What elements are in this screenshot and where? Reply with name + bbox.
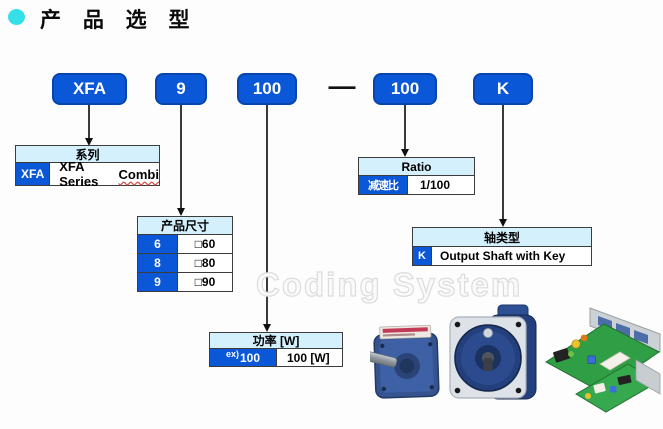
series-table-header: 系列 [16, 146, 159, 163]
code-box-power: 100 [237, 73, 297, 105]
motor-photo [449, 304, 537, 400]
size-code-cell: 8 [138, 254, 178, 272]
arrow-down-icon [499, 219, 507, 227]
gearhead-photo [370, 324, 440, 399]
arrow-down-icon [85, 138, 93, 146]
table-row: XFA XFA Series Combi [16, 159, 159, 189]
title-bullet-icon [8, 9, 25, 25]
page-title: 产 品 选 型 [40, 9, 198, 32]
ratio-desc-cell: 1/100 [408, 176, 451, 194]
size-desc-cell: □90 [178, 273, 232, 291]
product-photos [370, 304, 661, 413]
table-row: 减速比 1/100 [359, 176, 474, 194]
shaft-code-cell: K [413, 247, 432, 265]
series-desc-marked-text: Combi [118, 166, 159, 182]
code-box-size: 9 [155, 73, 207, 105]
arrow-down-icon [177, 208, 185, 216]
shaft-desc-cell: Output Shaft with Key [432, 247, 566, 265]
table-row: ex)100 100 [W] [210, 349, 342, 366]
shaft-table: 轴类型 K Output Shaft with Key [412, 227, 592, 266]
driver-boards-photo [545, 307, 661, 413]
table-row: 8 □80 [138, 254, 232, 273]
power-code-text: 100 [239, 350, 261, 365]
arrow-down-icon [263, 324, 271, 332]
ratio-table: Ratio 减速比 1/100 [358, 157, 475, 195]
ratio-table-header: Ratio [359, 158, 474, 176]
connector-line-size [180, 105, 182, 209]
coding-system-watermark: Coding System [255, 265, 523, 303]
table-row: 9 □90 [138, 273, 232, 291]
code-separator-dash: — [328, 70, 356, 101]
connector-line-series [88, 105, 90, 139]
size-desc-cell: □60 [178, 235, 232, 253]
code-box-shaft: K [473, 73, 533, 105]
size-code-cell: 6 [138, 235, 178, 253]
ratio-code-cell: 减速比 [359, 176, 408, 194]
shaft-table-header: 轴类型 [413, 228, 591, 247]
power-table: 功率 [W] ex)100 100 [W] [209, 332, 343, 367]
table-row: K Output Shaft with Key [413, 247, 591, 265]
power-code-cell: ex)100 [210, 349, 277, 366]
connector-line-power [266, 105, 268, 325]
size-desc-cell: □80 [178, 254, 232, 272]
series-table: 系列 XFA XFA Series Combi [15, 145, 160, 189]
series-desc-text: XFA Series [59, 159, 99, 189]
series-code-cell: XFA [16, 163, 51, 185]
size-table-header: 产品尺寸 [138, 217, 232, 235]
power-desc-cell: 100 [W] [277, 349, 330, 366]
size-code-cell: 9 [138, 273, 178, 291]
connector-line-shaft [502, 105, 504, 220]
code-box-ratio: 100 [373, 73, 437, 105]
series-desc-cell: XFA Series Combi [50, 159, 159, 189]
code-box-series: XFA [52, 73, 127, 105]
power-code-prefix: ex) [225, 348, 239, 359]
table-row: 6 □60 [138, 235, 232, 254]
power-table-header: 功率 [W] [210, 333, 342, 349]
size-table: 产品尺寸 6 □60 8 □80 9 □90 [137, 216, 233, 292]
connector-line-ratio [404, 105, 406, 150]
arrow-down-icon [401, 149, 409, 157]
